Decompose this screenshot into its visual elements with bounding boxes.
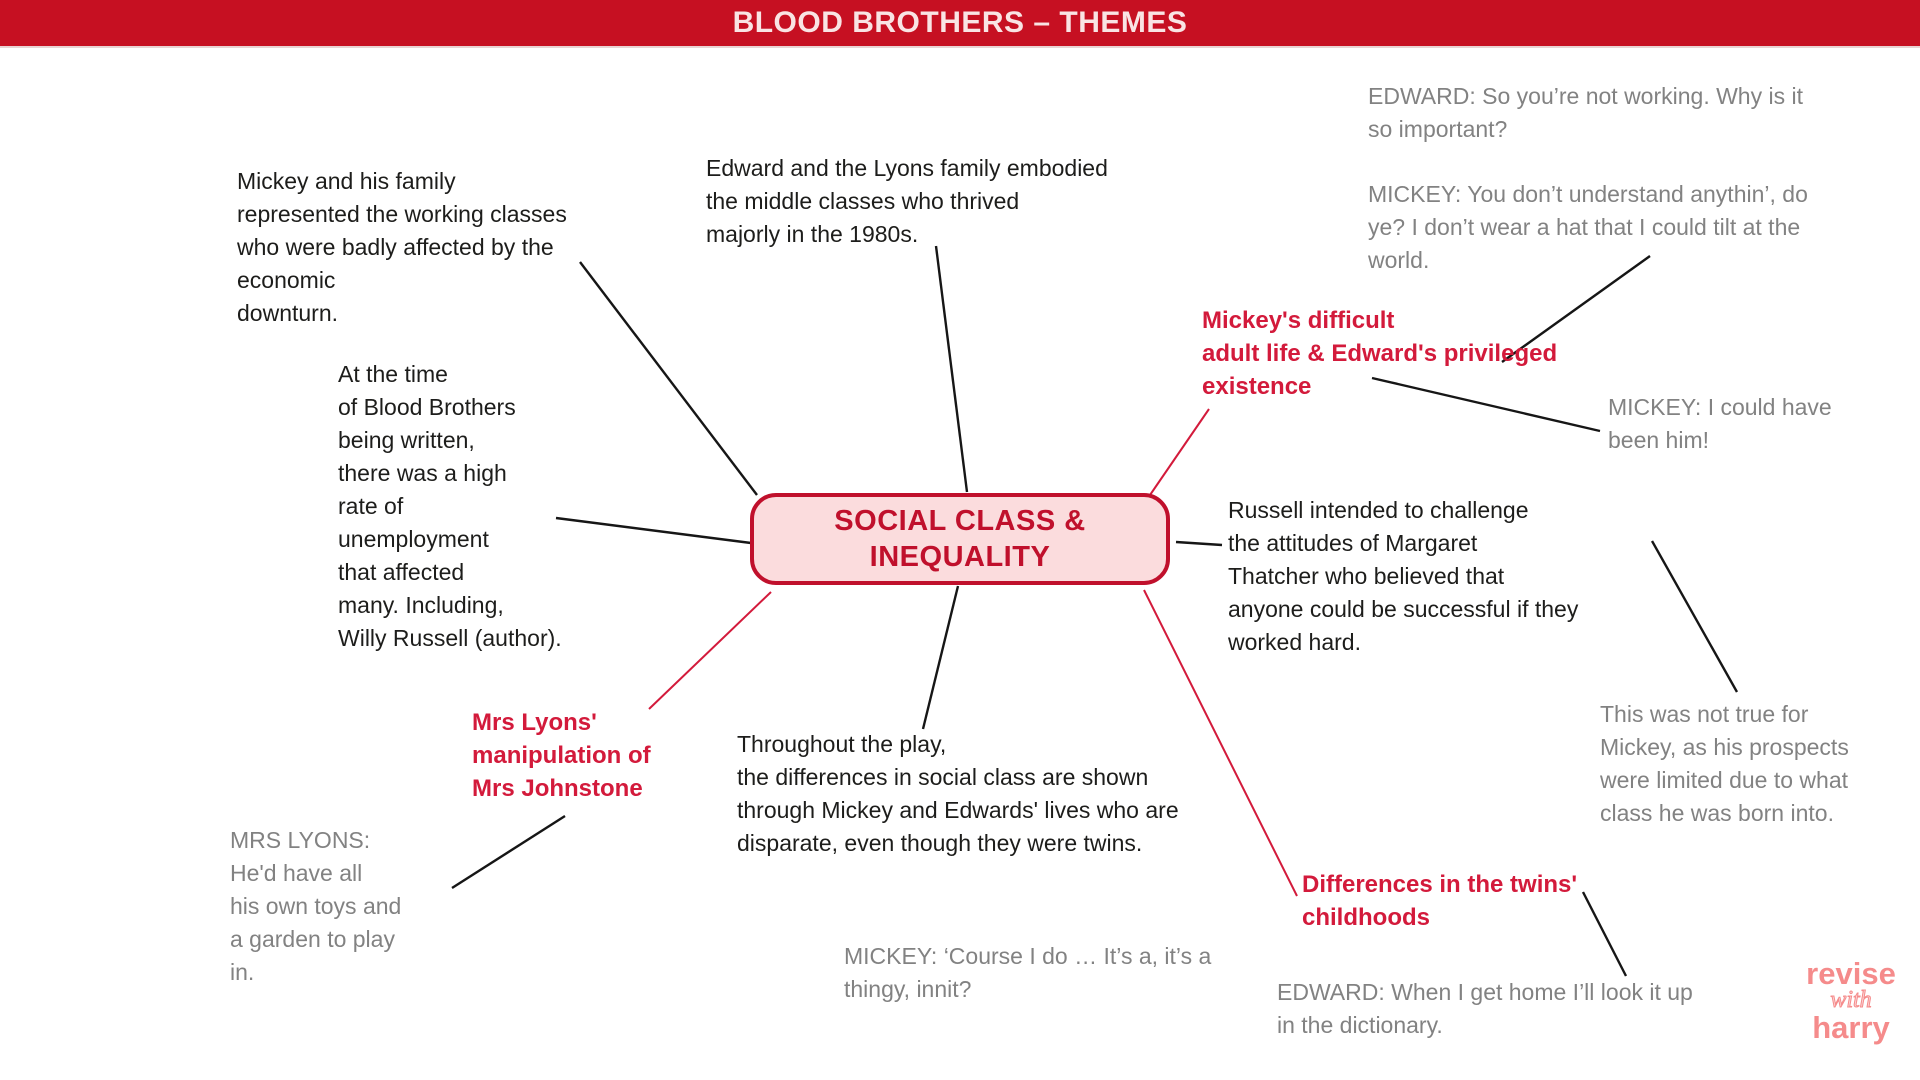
edge-edward-dictionary [1581,891,1628,977]
edge-mrs-lyons-label [648,591,772,710]
edge-edward-lyons [934,245,969,493]
central-theme-node: SOCIAL CLASS & INEQUALITY [750,493,1170,585]
central-theme-label: SOCIAL CLASS & INEQUALITY [834,505,1086,573]
subtheme-adult-life: Mickey's difficult adult life & Edward's… [1202,307,1558,400]
quote-edward-dictionary: EDWARD: When I get home I’ll look it up … [1277,979,1693,1038]
edge-mickey-him [1371,376,1601,433]
logo-text-with: with [1830,987,1872,1014]
revise-with-harry-logo: revise with harry [1782,956,1920,1045]
fact-unemployment: At the time of Blood Brothers being writ… [338,361,562,651]
fact-throughout: Throughout the play, the differences in … [737,731,1179,856]
page-title: BLOOD BROTHERS – THEMES [732,6,1188,39]
fact-edward-lyons: Edward and the Lyons family embodied the… [706,155,1108,247]
edge-mickey-family [579,261,758,496]
edge-russell [1175,540,1223,547]
subtheme-differences: Differences in the twins' childhoods [1302,871,1578,931]
quote-edward-working: EDWARD: So you’re not working. Why is it… [1368,83,1803,142]
edge-mickey-understand [1501,255,1651,363]
logo-text-harry: harry [1812,1010,1890,1045]
edge-unemployment [555,516,752,545]
edge-adult-life [1149,408,1210,496]
edge-differences [1143,589,1298,897]
fact-russell: Russell intended to challenge the attitu… [1228,497,1579,655]
quote-mickey-him: MICKEY: I could have been him! [1608,394,1832,453]
quote-not-true: This was not true for Mickey, as his pro… [1600,701,1849,826]
logo-text-revise: revise [1806,956,1896,991]
header-bar: BLOOD BROTHERS – THEMES [0,0,1920,48]
edge-mrs-lyons-quote [451,814,566,890]
quote-mrs-lyons: MRS LYONS: He'd have all his own toys an… [230,827,402,985]
edge-throughout [921,585,960,730]
subtheme-mrs-lyons: Mrs Lyons' manipulation of Mrs Johnstone [472,709,651,802]
quote-mickey-course: MICKEY: ‘Course I do … It’s a, it’s a th… [844,943,1212,1002]
fact-mickey-family: Mickey and his family represented the wo… [237,168,567,326]
quote-mickey-understand: MICKEY: You don’t understand anythin’, d… [1368,181,1808,273]
edge-not-true [1650,540,1739,693]
